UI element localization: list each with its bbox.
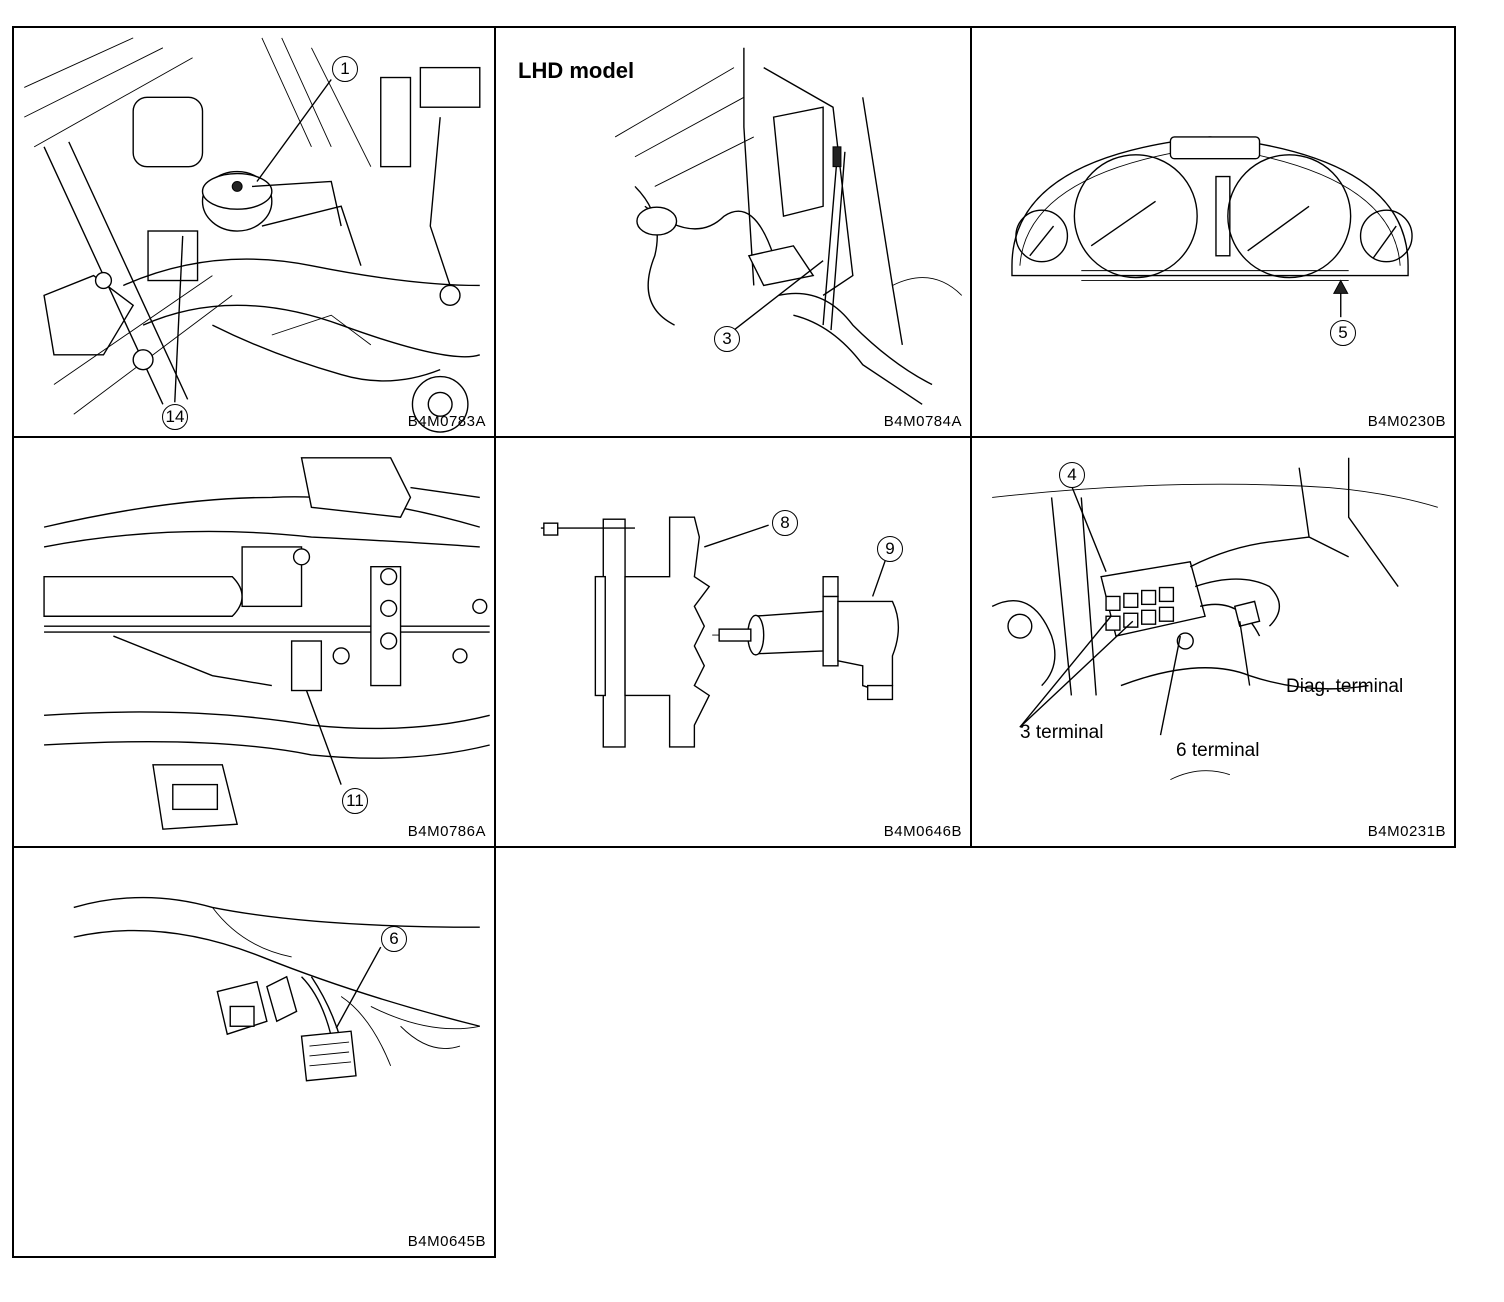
callout-4: 4	[1059, 462, 1085, 488]
engine-bay-illustration	[24, 37, 481, 433]
panel-title-lhd-model: LHD model	[518, 58, 635, 83]
figure-code: B4M0783A	[407, 413, 486, 430]
label-6-terminal: 6 terminal	[1176, 740, 1260, 761]
figure-code: B4M0645B	[407, 1233, 486, 1250]
callout-9: 9	[877, 536, 903, 562]
callout-11: 11	[342, 788, 368, 814]
figure-panel-under-dash-connectors: 6 B4M0645B	[12, 846, 496, 1258]
callout-3: 3	[714, 326, 740, 352]
figure-code: B4M0230B	[1367, 413, 1446, 430]
figure-panel-lhd-model: LHD model 3 B4M0784A	[494, 26, 972, 438]
figure-code: B4M0646B	[883, 823, 962, 840]
figure-panel-sensor-rotor: 8 9 B4M0646B	[494, 436, 972, 848]
figure-code: B4M0231B	[1367, 823, 1446, 840]
figure-panel-steering-column: 11 B4M0786A	[12, 436, 496, 848]
figure-code: B4M0784A	[883, 413, 962, 430]
callout-5: 5	[1330, 320, 1356, 346]
under-dash-connectors-illustration	[73, 896, 480, 1082]
figure-panel-engine-bay: 1 14 B4M0783A	[12, 26, 496, 438]
figure-panel-diagnosis-connector: 4 3 terminal 6 terminal Diag. terminal B…	[970, 436, 1456, 848]
sensor-rotor-illustration	[540, 516, 900, 748]
steering-column-illustration	[43, 457, 490, 830]
figure-panel-instrument-cluster: 5 B4M0230B	[970, 26, 1456, 438]
diagnosis-connector-illustration	[991, 457, 1438, 781]
callout-1: 1	[332, 56, 358, 82]
label-3-terminal: 3 terminal	[1020, 722, 1104, 743]
figure-code: B4M0786A	[407, 823, 486, 840]
callout-6: 6	[381, 926, 407, 952]
dash-underside-illustration	[614, 47, 963, 405]
callout-14: 14	[162, 404, 188, 430]
callout-8: 8	[772, 510, 798, 536]
label-diag-terminal: Diag. terminal	[1286, 676, 1404, 697]
instrument-cluster-illustration	[1011, 136, 1413, 318]
